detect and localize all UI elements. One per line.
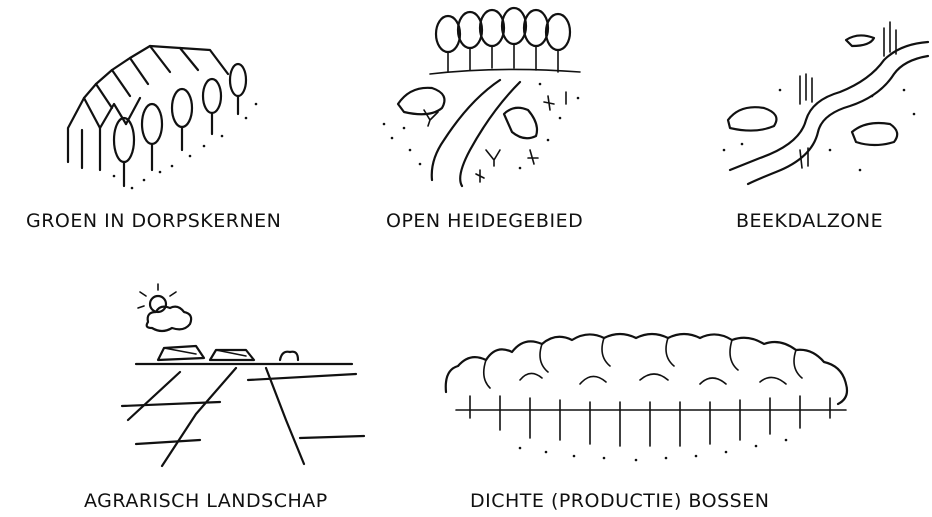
panel-open-heath: OPEN HEIDEGEBIED [382, 6, 583, 232]
village-ground-dots [112, 102, 258, 190]
field-lines-drawing [120, 362, 366, 468]
heath-path-drawing [430, 78, 522, 188]
caption-groen-in-dorpskernen: GROEN IN DORPSKERNEN [26, 210, 281, 232]
forest-trunks-drawing [455, 395, 847, 447]
caption-open-heidegebied: OPEN HEIDEGEBIED [386, 210, 583, 232]
village-trees-drawing [112, 62, 248, 188]
village-houses-drawing [66, 44, 230, 172]
forest-canopy-drawing [444, 332, 849, 406]
caption-agrarisch-landschap: AGRARISCH LANDSCHAP [84, 490, 328, 512]
caption-dichte-productie-bossen: DICHTE (PRODUCTIE) BOSSEN [470, 490, 769, 512]
heath-ground-dots [382, 82, 580, 170]
panel-brook-valley: BEEKDALZONE [722, 21, 930, 232]
brook-ground-dots [722, 88, 916, 172]
brook-reeds-drawing [799, 21, 897, 169]
sun-cloud-drawing [137, 283, 193, 333]
panel-agricultural-landscape: AGRARISCH LANDSCHAP [84, 283, 366, 512]
panel-village-green: GROEN IN DORPSKERNEN [26, 44, 281, 232]
heath-ponds-drawing [396, 86, 539, 140]
brook-stream-drawing [728, 40, 930, 186]
forest-ground-dots [518, 438, 788, 462]
panel-dense-production-forest: DICHTE (PRODUCTIE) BOSSEN [444, 332, 849, 512]
brook-ponds-drawing [726, 34, 899, 147]
heath-shrubs-drawing [423, 91, 567, 183]
caption-beekdalzone: BEEKDALZONE [736, 210, 883, 232]
heath-tree-row-drawing [429, 6, 581, 75]
farmstead-drawing [156, 344, 300, 362]
